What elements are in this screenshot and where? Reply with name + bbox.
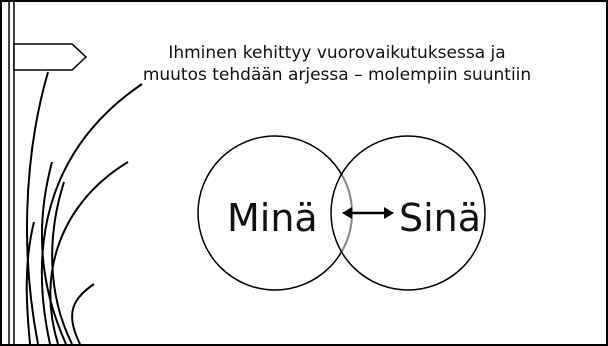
banner-arrow-shape	[13, 43, 88, 71]
grass-stroke	[26, 71, 49, 344]
grass-stroke	[51, 181, 73, 344]
circle-sina	[330, 135, 486, 291]
grass-stroke	[40, 83, 143, 344]
slide-title: Ihminen kehittyy vuorovaikutuksessa ja m…	[97, 42, 577, 86]
title-line-2: muutos tehdään arjessa – molempiin suunt…	[142, 65, 532, 85]
grass-stroke	[40, 161, 67, 344]
grass-stroke	[71, 283, 95, 344]
two-way-arrow-icon	[342, 207, 394, 219]
label-sina: Sinä	[399, 196, 482, 240]
title-line-1: Ihminen kehittyy vuorovaikutuksessa ja	[168, 43, 506, 63]
grass-stroke	[49, 161, 129, 344]
grass-stroke	[25, 221, 35, 344]
label-mina: Minä	[227, 196, 318, 240]
